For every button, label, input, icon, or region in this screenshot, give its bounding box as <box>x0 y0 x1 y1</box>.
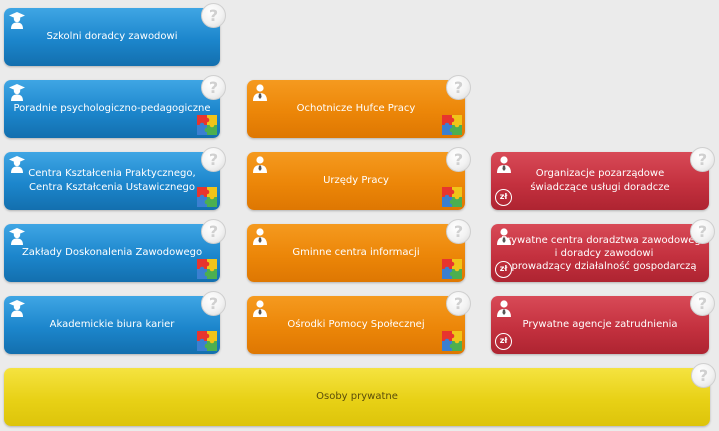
tile-urzedy-pracy[interactable]: Urzędy Pracy ? <box>247 147 471 210</box>
help-icon[interactable]: ? <box>201 147 226 172</box>
tile-zaklady-doskonalenia[interactable]: Zakłady Doskonalenia Zawodowego ? <box>4 219 226 282</box>
help-icon[interactable]: ? <box>446 147 471 172</box>
tile-label: Urzędy Pracy <box>323 175 389 186</box>
tile-ohp[interactable]: Ochotnicze Hufce Pracy ? <box>247 75 471 138</box>
puzzle-icon <box>442 331 462 351</box>
tile-akademickie-biura[interactable]: Akademickie biura karier ? <box>4 291 226 354</box>
tile-label: Prywatne centra doradztwa zawodowego i d… <box>501 234 707 272</box>
tile-gminne-centra[interactable]: Gminne centra informacji ? <box>247 219 471 282</box>
tile-label: Poradnie psychologiczno-pedagogiczne <box>13 103 211 114</box>
graduate-person-icon <box>9 300 25 317</box>
tile-label: Zakłady Doskonalenia Zawodowego <box>21 247 203 258</box>
business-person-icon <box>253 228 267 245</box>
help-icon[interactable]: ? <box>446 219 471 244</box>
tile-label: Centra Kształcenia Praktycznego, Centra … <box>28 168 196 193</box>
zloty-icon: zł <box>495 261 512 278</box>
tile-prywatne-agencje[interactable]: Prywatne agencje zatrudnienia zł ? <box>491 291 715 354</box>
tile-label: Akademickie biura karier <box>49 319 175 330</box>
puzzle-icon <box>442 187 462 207</box>
help-icon[interactable]: ? <box>691 363 716 388</box>
tile-centra-ksztalcenia[interactable]: Centra Kształcenia Praktycznego, Centra … <box>4 147 226 210</box>
tile-label: Organizacje pozarządowe świadczące usług… <box>530 168 670 193</box>
help-icon[interactable]: ? <box>690 291 715 316</box>
graduate-person-icon <box>9 12 25 29</box>
business-person-icon <box>497 156 511 173</box>
tile-label: Prywatne agencje zatrudnienia <box>522 319 678 330</box>
business-person-icon <box>497 300 511 317</box>
tile-label: Gminne centra informacji <box>292 247 420 258</box>
business-person-icon <box>253 300 267 317</box>
help-icon[interactable]: ? <box>690 219 715 244</box>
tile-szkolni-doradcy[interactable]: Szkolni doradcy zawodowi ? <box>4 3 226 66</box>
puzzle-icon <box>442 115 462 135</box>
tile-ops[interactable]: Ośrodki Pomocy Społecznej ? <box>247 291 471 354</box>
zloty-icon: zł <box>495 333 512 350</box>
puzzle-icon <box>197 115 217 135</box>
business-person-icon <box>253 156 267 173</box>
help-icon[interactable]: ? <box>201 291 226 316</box>
help-icon[interactable]: ? <box>201 3 226 28</box>
business-person-icon <box>253 84 267 101</box>
graduate-person-icon <box>9 156 25 173</box>
graduate-person-icon <box>9 84 25 101</box>
zloty-icon: zł <box>495 189 512 206</box>
puzzle-icon <box>197 331 217 351</box>
tile-label: Ochotnicze Hufce Pracy <box>296 103 416 114</box>
help-icon[interactable]: ? <box>690 147 715 172</box>
tile-label: Osoby prywatne <box>316 391 398 402</box>
tile-poradnie[interactable]: Poradnie psychologiczno-pedagogiczne ? <box>4 75 226 138</box>
tile-osoby-prywatne[interactable]: Osoby prywatne ? <box>4 363 716 426</box>
tile-label: Szkolni doradcy zawodowi <box>46 31 178 42</box>
help-icon[interactable]: ? <box>446 75 471 100</box>
help-icon[interactable]: ? <box>201 75 226 100</box>
tile-organizacje-pozarzadowe[interactable]: Organizacje pozarządowe świadczące usług… <box>491 147 715 210</box>
help-icon[interactable]: ? <box>446 291 471 316</box>
help-icon[interactable]: ? <box>201 219 226 244</box>
tile-label: Ośrodki Pomocy Społecznej <box>287 319 425 330</box>
graduate-person-icon <box>9 228 25 245</box>
tile-prywatne-centra[interactable]: Prywatne centra doradztwa zawodowego i d… <box>491 219 715 282</box>
puzzle-icon <box>197 187 217 207</box>
puzzle-icon <box>197 259 217 279</box>
puzzle-icon <box>442 259 462 279</box>
business-person-icon <box>497 228 511 245</box>
